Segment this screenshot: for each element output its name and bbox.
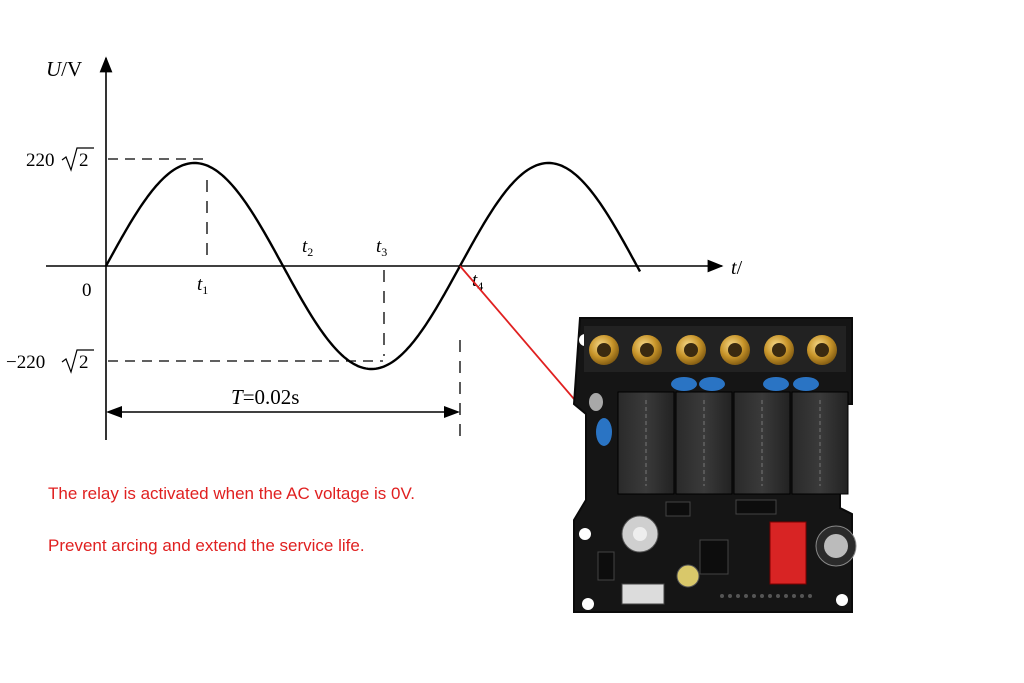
period-label: T=0.02s — [231, 385, 299, 409]
relay-board-image — [572, 317, 857, 613]
blue-capacitor — [763, 377, 789, 391]
sine-wave — [104, 161, 642, 371]
ic-chip — [597, 551, 615, 581]
peak-radical-value: 2 — [79, 150, 89, 171]
t4-label: t4 — [472, 270, 483, 293]
small-component — [589, 393, 603, 411]
t3-label: t3 — [376, 236, 387, 259]
pin-header — [720, 594, 812, 598]
terminal-block — [584, 326, 846, 372]
relays — [617, 391, 849, 495]
trough-radical-value: 2 — [79, 352, 89, 373]
caption-service-life: Prevent arcing and extend the service li… — [48, 536, 365, 555]
terminal-screw — [815, 343, 829, 357]
terminal-screw — [684, 343, 698, 357]
electrolytic-capacitor — [633, 527, 647, 541]
origin-label: 0 — [82, 280, 92, 301]
blue-capacitor — [699, 377, 725, 391]
x-axis-label: t/ — [731, 257, 743, 279]
ic-chip — [665, 501, 691, 517]
terminal-screw — [772, 343, 786, 357]
blue-capacitor — [596, 418, 612, 446]
trough-radical-sign — [61, 349, 94, 374]
electrolytic-capacitor — [824, 534, 848, 558]
caption-relay-activation: The relay is activated when the AC volta… — [48, 484, 415, 503]
terminal-screw — [640, 343, 654, 357]
terminal-screw — [728, 343, 742, 357]
blue-capacitor — [793, 377, 819, 391]
mounting-hole — [579, 528, 591, 540]
blue-capacitor — [671, 377, 697, 391]
ic-chip — [699, 539, 729, 575]
period-arrow-right — [444, 406, 460, 418]
electrolytic-capacitor — [676, 564, 700, 588]
t1-label: t1 — [197, 274, 208, 297]
t2-label: t2 — [302, 236, 313, 259]
white-connector — [621, 583, 665, 605]
terminal-screws — [589, 335, 837, 365]
mounting-hole — [836, 594, 848, 606]
red-component — [769, 521, 807, 585]
period-arrow-left — [106, 406, 122, 418]
terminal-screw — [597, 343, 611, 357]
peak-label: 220 — [26, 150, 55, 171]
trough-label: −220 — [6, 352, 45, 373]
y-axis-label: U/V — [46, 57, 82, 81]
mounting-hole — [582, 598, 594, 610]
ic-chip — [735, 499, 777, 515]
peak-radical-sign — [61, 147, 94, 172]
